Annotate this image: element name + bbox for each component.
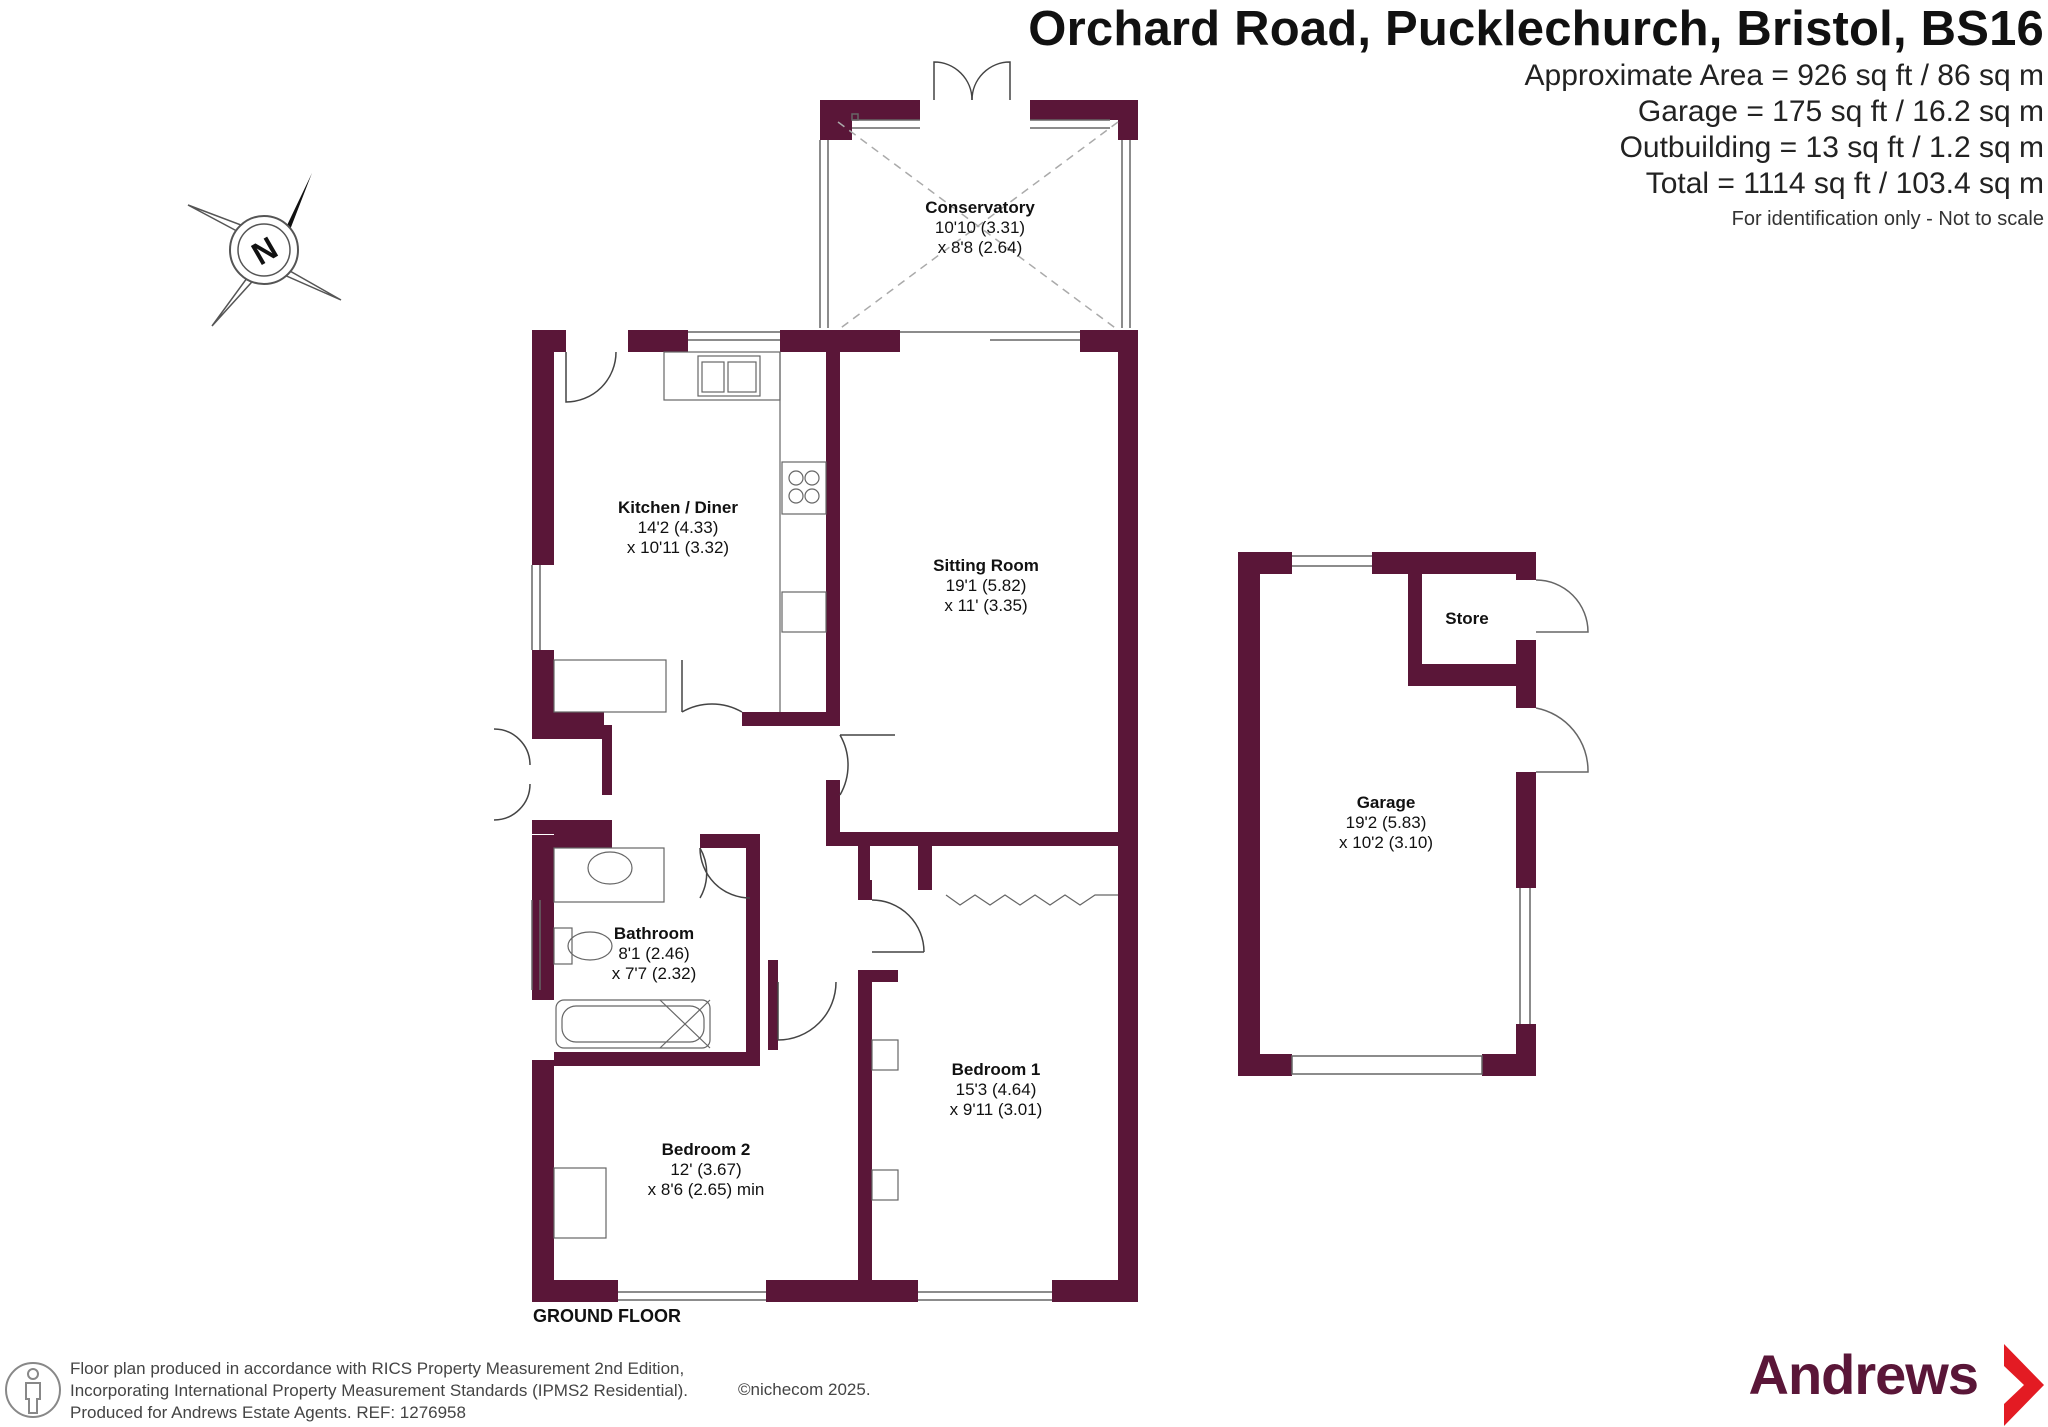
header: Orchard Road, Pucklechurch, Bristol, BS1…	[944, 0, 2044, 234]
copyright: ©nichecom 2025.	[738, 1380, 871, 1399]
compass-icon: N	[187, 173, 342, 327]
room-label-garage: Garage 19'2 (5.83) x 10'2 (3.10)	[1339, 793, 1433, 852]
svg-text:x 10'11 (3.32): x 10'11 (3.32)	[627, 538, 729, 557]
svg-text:Store: Store	[1445, 609, 1488, 628]
room-label-bedroom-2: Bedroom 2 12' (3.67) x 8'6 (2.65) min	[648, 1140, 765, 1199]
room-label-kitchen: Kitchen / Diner 14'2 (4.33) x 10'11 (3.3…	[618, 498, 738, 557]
garage-openings	[1291, 555, 1589, 1075]
svg-text:Bedroom 1: Bedroom 1	[952, 1060, 1041, 1079]
outbuilding-area: Outbuilding = 13 sq ft / 1.2 sq m	[1619, 131, 2044, 164]
svg-text:15'3 (4.64): 15'3 (4.64)	[956, 1080, 1037, 1099]
svg-text:x 8'6 (2.65) min: x 8'6 (2.65) min	[648, 1180, 765, 1199]
garage-area: Garage = 175 sq ft / 16.2 sq m	[1637, 95, 2044, 128]
svg-text:8'1 (2.46): 8'1 (2.46)	[618, 944, 689, 963]
room-label-bathroom: Bathroom 8'1 (2.46) x 7'7 (2.32)	[612, 924, 697, 983]
svg-text:x 7'7 (2.32): x 7'7 (2.32)	[612, 964, 697, 983]
room-label-bedroom-1: Bedroom 1 15'3 (4.64) x 9'11 (3.01)	[950, 1060, 1043, 1119]
svg-text:Conservatory: Conservatory	[925, 198, 1035, 217]
fixtures	[553, 351, 1118, 1239]
svg-text:Bathroom: Bathroom	[614, 924, 694, 943]
page-title: Orchard Road, Pucklechurch, Bristol, BS1…	[1028, 2, 2044, 56]
footer-line-3: Produced for Andrews Estate Agents. REF:…	[70, 1403, 466, 1422]
footer-line-1: Floor plan produced in accordance with R…	[70, 1359, 685, 1378]
svg-text:12' (3.67): 12' (3.67)	[670, 1160, 741, 1179]
footer-line-2: Incorporating International Property Mea…	[70, 1381, 688, 1400]
room-label-conservatory: Conservatory 10'10 (3.31) x 8'8 (2.64)	[925, 198, 1035, 257]
windows	[531, 113, 1131, 1301]
disclaimer: For identification only - Not to scale	[1731, 208, 2044, 230]
house-walls	[532, 100, 1138, 1302]
brand-chevron-icon	[2004, 1344, 2044, 1426]
svg-text:Kitchen / Diner: Kitchen / Diner	[618, 498, 738, 517]
room-label-store: Store	[1445, 609, 1488, 628]
room-label-sitting-room: Sitting Room 19'1 (5.82) x 11' (3.35)	[933, 556, 1039, 615]
garage-walls	[1238, 552, 1536, 1076]
svg-text:x 9'11 (3.01): x 9'11 (3.01)	[950, 1100, 1043, 1119]
svg-text:x 11' (3.35): x 11' (3.35)	[944, 596, 1027, 615]
floor-label: GROUND FLOOR	[533, 1306, 681, 1326]
svg-text:14'2 (4.33): 14'2 (4.33)	[638, 518, 719, 537]
svg-text:10'10 (3.31): 10'10 (3.31)	[935, 218, 1025, 237]
svg-text:x 8'8 (2.64): x 8'8 (2.64)	[938, 238, 1023, 257]
person-icon	[5, 1362, 61, 1418]
footer-notes: Floor plan produced in accordance with R…	[70, 1358, 688, 1424]
approximate-area: Approximate Area = 926 sq ft / 86 sq m	[1524, 59, 2044, 92]
svg-text:Garage: Garage	[1357, 793, 1416, 812]
svg-text:Bedroom 2: Bedroom 2	[662, 1140, 751, 1159]
svg-text:Sitting Room: Sitting Room	[933, 556, 1039, 575]
brand-logo: Andrews	[1748, 1343, 1979, 1406]
svg-text:19'2 (5.83): 19'2 (5.83)	[1346, 813, 1427, 832]
svg-text:19'1 (5.82): 19'1 (5.82)	[946, 576, 1027, 595]
svg-text:x 10'2 (3.10): x 10'2 (3.10)	[1339, 833, 1433, 852]
total-area: Total = 1114 sq ft / 103.4 sq m	[1645, 167, 2044, 200]
doors	[493, 61, 1011, 1041]
